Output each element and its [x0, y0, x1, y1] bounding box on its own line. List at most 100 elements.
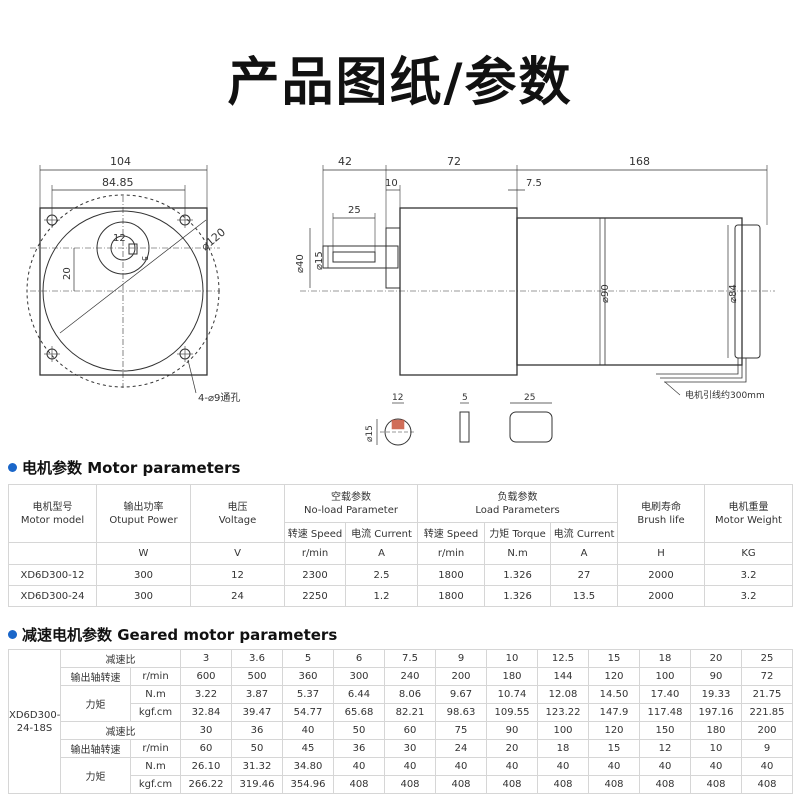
speed-label: 输出轴转速	[60, 667, 131, 686]
ratio-label: 减速比	[60, 721, 181, 740]
torque-nm-value: 12.08	[537, 685, 589, 704]
speed-value: 36	[333, 739, 385, 758]
mount-hole-bl	[44, 346, 60, 362]
torque-kgf-value: 39.47	[231, 703, 283, 722]
ratio-value: 40	[282, 721, 334, 740]
torque-kgf-value: 408	[486, 775, 538, 794]
torque-kgf-value: 354.96	[282, 775, 334, 794]
speed-value: 10	[690, 739, 742, 758]
header-noload-speed: 转速 Speed	[284, 522, 346, 543]
torque-nm-value: 9.67	[435, 685, 487, 704]
speed-value: 12	[639, 739, 691, 758]
torque-kgf-value: 319.46	[231, 775, 283, 794]
speed-value: 30	[384, 739, 436, 758]
mount-hole-tl	[44, 212, 60, 228]
speed-value: 90	[690, 667, 742, 686]
front-flange	[39, 207, 208, 376]
torque-kgf-value: 408	[639, 775, 691, 794]
torque-nm-value: 40	[588, 757, 640, 776]
speed-value: 144	[537, 667, 589, 686]
speed-value: 300	[333, 667, 385, 686]
side-gearbox	[399, 207, 518, 376]
speed-unit: r/min	[130, 667, 181, 686]
geared-motor-heading: 减速电机参数 Geared motor parameters	[8, 624, 337, 645]
header-noload-current: 电流 Current	[344, 522, 419, 543]
dim-side-7-5: 7.5	[526, 178, 542, 189]
speed-unit: r/min	[130, 739, 181, 758]
ratio-value: 36	[231, 721, 283, 740]
detail-shaft-dia-15: ⌀15	[365, 425, 375, 442]
torque-nm-value: 6.44	[333, 685, 385, 704]
ratio-value: 10	[486, 649, 538, 668]
speed-value: 20	[486, 739, 538, 758]
ratio-value: 3.6	[231, 649, 283, 668]
torque-nm-value: 31.32	[231, 757, 283, 776]
ratio-value: 25	[741, 649, 793, 668]
ratio-value: 15	[588, 649, 640, 668]
dim-side-dia-40: ⌀40	[295, 254, 306, 273]
torque-label: 力矩	[60, 757, 131, 794]
dim-side-168: 168	[629, 155, 650, 168]
torque-nm-value: 3.22	[180, 685, 232, 704]
torque-kgf-value: 32.84	[180, 703, 232, 722]
ratio-value: 12.5	[537, 649, 589, 668]
speed-value: 240	[384, 667, 436, 686]
dim-side-72: 72	[447, 155, 461, 168]
ratio-value: 120	[588, 721, 640, 740]
torque-kgf-value: 408	[333, 775, 385, 794]
header-load-speed: 转速 Speed	[417, 522, 486, 543]
torque-nm-value: 3.87	[231, 685, 283, 704]
torque-kgf-value: 197.16	[690, 703, 742, 722]
side-key	[332, 251, 376, 263]
kgf-unit: kgf.cm	[130, 703, 181, 722]
dim-side-dia-15: ⌀15	[314, 251, 325, 270]
torque-kgf-value: 221.85	[741, 703, 793, 722]
ratio-value: 9	[435, 649, 487, 668]
torque-nm-value: 19.33	[690, 685, 742, 704]
speed-value: 15	[588, 739, 640, 758]
side-motor-body	[516, 217, 743, 366]
ratio-value: 75	[435, 721, 487, 740]
ratio-value: 100	[537, 721, 589, 740]
torque-nm-value: 21.75	[741, 685, 793, 704]
technical-drawing: 104 84.85 ⌀120 12 5 20 4-⌀9通孔 42 72 168 …	[26, 155, 775, 446]
ratio-value: 3	[180, 649, 232, 668]
torque-nm-value: 8.06	[384, 685, 436, 704]
torque-nm-value: 17.40	[639, 685, 691, 704]
nm-unit: N.m	[130, 685, 181, 704]
torque-nm-value: 10.74	[486, 685, 538, 704]
ratio-value: 200	[741, 721, 793, 740]
torque-nm-value: 34.80	[282, 757, 334, 776]
dim-side-dia-84: ⌀84	[728, 284, 739, 303]
torque-kgf-value: 408	[435, 775, 487, 794]
detail-key-end	[459, 411, 470, 443]
dim-front-104: 104	[110, 155, 131, 168]
ratio-value: 60	[384, 721, 436, 740]
torque-nm-value: 40	[486, 757, 538, 776]
speed-value: 45	[282, 739, 334, 758]
dim-side-42: 42	[338, 155, 352, 168]
model-cell: XD6D300-24-18S	[8, 649, 61, 794]
lead-wire-label: 电机引线约300mm	[685, 389, 765, 401]
torque-nm-value: 40	[384, 757, 436, 776]
torque-kgf-value: 147.9	[588, 703, 640, 722]
torque-nm-value: 40	[435, 757, 487, 776]
mount-hole-tr	[177, 212, 193, 228]
torque-nm-value: 14.50	[588, 685, 640, 704]
dim-side-10: 10	[385, 178, 398, 189]
ratio-value: 90	[486, 721, 538, 740]
dim-front-holes: 4-⌀9通孔	[198, 392, 240, 404]
mount-hole-br	[177, 346, 193, 362]
